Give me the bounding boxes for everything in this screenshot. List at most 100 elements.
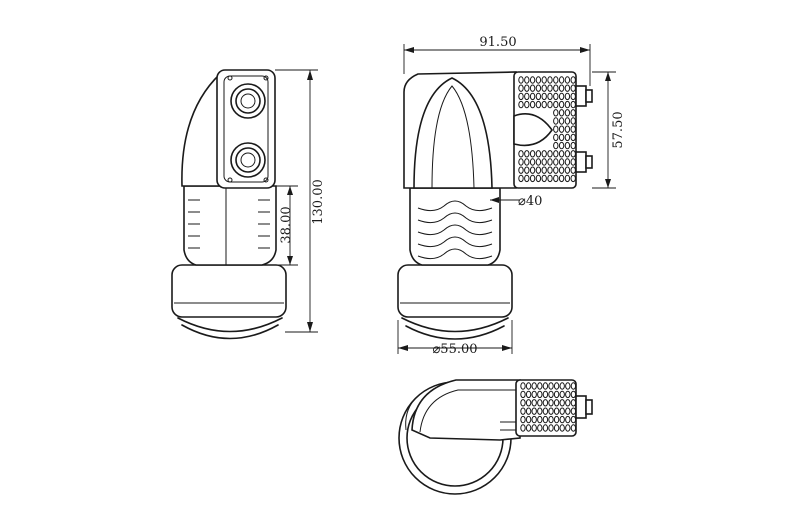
vent-oval: [553, 150, 559, 158]
vent-oval: [564, 158, 571, 166]
vent-oval: [558, 109, 565, 117]
vent-oval: [524, 84, 530, 92]
vent-oval: [558, 150, 565, 158]
vent-oval: [559, 415, 565, 424]
dimension-55: ⌀55.00: [397, 320, 513, 357]
vent-oval: [520, 415, 526, 424]
vent-oval: [565, 407, 571, 415]
vent-oval: [547, 84, 553, 92]
vent-oval: [547, 158, 553, 166]
vent-oval: [547, 92, 553, 101]
vent-oval: [535, 84, 542, 92]
vent-oval: [535, 150, 542, 158]
dimension-label-91-50: 91.50: [479, 35, 516, 50]
vent-oval: [525, 390, 532, 399]
vent-oval: [535, 158, 542, 166]
side-view: 130.00 38.00: [171, 69, 326, 340]
vent-oval: [525, 407, 532, 415]
vent-oval: [547, 174, 553, 183]
vent-oval: [541, 92, 547, 101]
vent-oval: [564, 141, 571, 150]
vent-oval: [524, 100, 530, 109]
vent-oval: [559, 399, 565, 407]
vent-oval: [541, 158, 547, 166]
vent-oval: [564, 150, 571, 158]
vent-oval: [570, 125, 576, 133]
vent-oval: [548, 415, 554, 424]
vent-oval: [547, 100, 553, 109]
vent-oval: [553, 84, 559, 92]
vent-oval: [518, 92, 524, 101]
vent-oval: [537, 390, 543, 399]
vent-oval: [558, 84, 565, 92]
vent-oval: [558, 76, 565, 84]
dimension-38: 38.00: [276, 185, 298, 266]
vent-oval: [518, 100, 524, 109]
vent-oval: [542, 382, 549, 390]
vent-oval: [537, 382, 543, 390]
vent-oval: [548, 399, 554, 407]
vent-oval: [553, 141, 559, 150]
vent-oval: [564, 174, 571, 183]
vent-oval: [547, 166, 553, 174]
vent-oval: [570, 133, 576, 142]
vent-oval: [535, 174, 542, 183]
vent-oval: [541, 166, 547, 174]
vent-oval: [558, 166, 565, 174]
vent-oval: [525, 415, 532, 424]
vent-oval: [559, 390, 565, 399]
vent-oval: [541, 76, 547, 84]
vent-oval: [558, 125, 565, 133]
f-connector-bottom: [230, 142, 266, 178]
vent-oval: [565, 390, 571, 399]
vent-oval: [529, 166, 536, 174]
vent-oval: [525, 424, 532, 432]
vent-oval: [524, 92, 530, 101]
vent-oval: [535, 166, 542, 174]
vent-oval: [553, 174, 559, 183]
vent-oval: [531, 407, 537, 415]
vent-oval: [531, 382, 537, 390]
vent-oval: [548, 407, 554, 415]
vent-oval: [553, 166, 559, 174]
dimension-40: ⌀40: [490, 194, 542, 209]
top-vent-ovals: [520, 382, 577, 432]
vent-oval: [570, 76, 576, 84]
vent-oval: [541, 174, 547, 183]
vent-oval: [535, 92, 542, 101]
vent-oval: [570, 390, 577, 399]
vent-oval: [553, 100, 559, 109]
vent-oval: [541, 84, 547, 92]
vent-oval: [524, 174, 530, 183]
vent-oval: [565, 415, 571, 424]
vent-oval: [531, 424, 537, 432]
dimension-label-55: ⌀55.00: [432, 342, 477, 357]
vent-oval: [537, 415, 543, 424]
vent-oval: [520, 399, 526, 407]
vent-oval: [565, 382, 571, 390]
vent-oval: [564, 100, 571, 109]
vent-oval: [529, 92, 536, 101]
vent-oval: [553, 390, 560, 399]
vent-oval: [529, 174, 536, 183]
vent-oval: [520, 382, 526, 390]
vent-oval: [564, 117, 571, 125]
wave-ribs: [417, 200, 493, 260]
vent-oval: [559, 382, 565, 390]
vent-oval: [518, 166, 524, 174]
vent-oval: [529, 158, 536, 166]
vent-oval: [553, 76, 559, 84]
vent-oval: [524, 166, 530, 174]
vent-oval: [553, 109, 559, 117]
vent-oval: [518, 150, 524, 158]
vent-oval: [529, 84, 536, 92]
vent-ovals: [518, 76, 576, 183]
vent-oval: [520, 407, 526, 415]
vent-oval: [553, 415, 560, 424]
vent-oval: [518, 174, 524, 183]
vent-oval: [558, 92, 565, 101]
vent-oval: [531, 390, 537, 399]
vent-oval: [537, 407, 543, 415]
vent-oval: [570, 174, 576, 183]
